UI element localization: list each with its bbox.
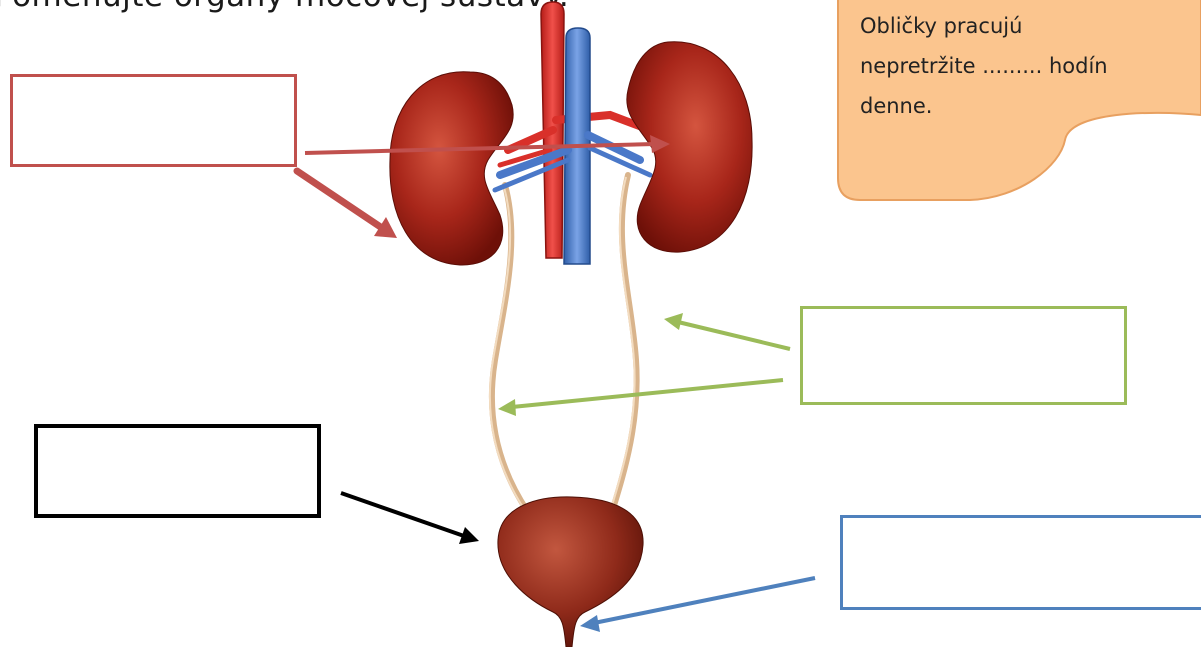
callout-line-3: denne. (860, 86, 1201, 126)
callout-line-2: nepretržite ......... hodín (860, 46, 1201, 86)
answer-box-urethra[interactable] (840, 515, 1201, 610)
left-kidney (390, 72, 513, 265)
answer-box-ureter[interactable] (800, 306, 1127, 405)
callout-line-1: Obličky pracujú (860, 6, 1201, 46)
bladder (498, 497, 643, 647)
right-kidney (627, 42, 752, 252)
answer-box-bladder[interactable] (34, 424, 321, 518)
callout-text: Obličky pracujú nepretržite ......... ho… (860, 6, 1201, 126)
answer-box-kidney[interactable] (10, 74, 297, 167)
